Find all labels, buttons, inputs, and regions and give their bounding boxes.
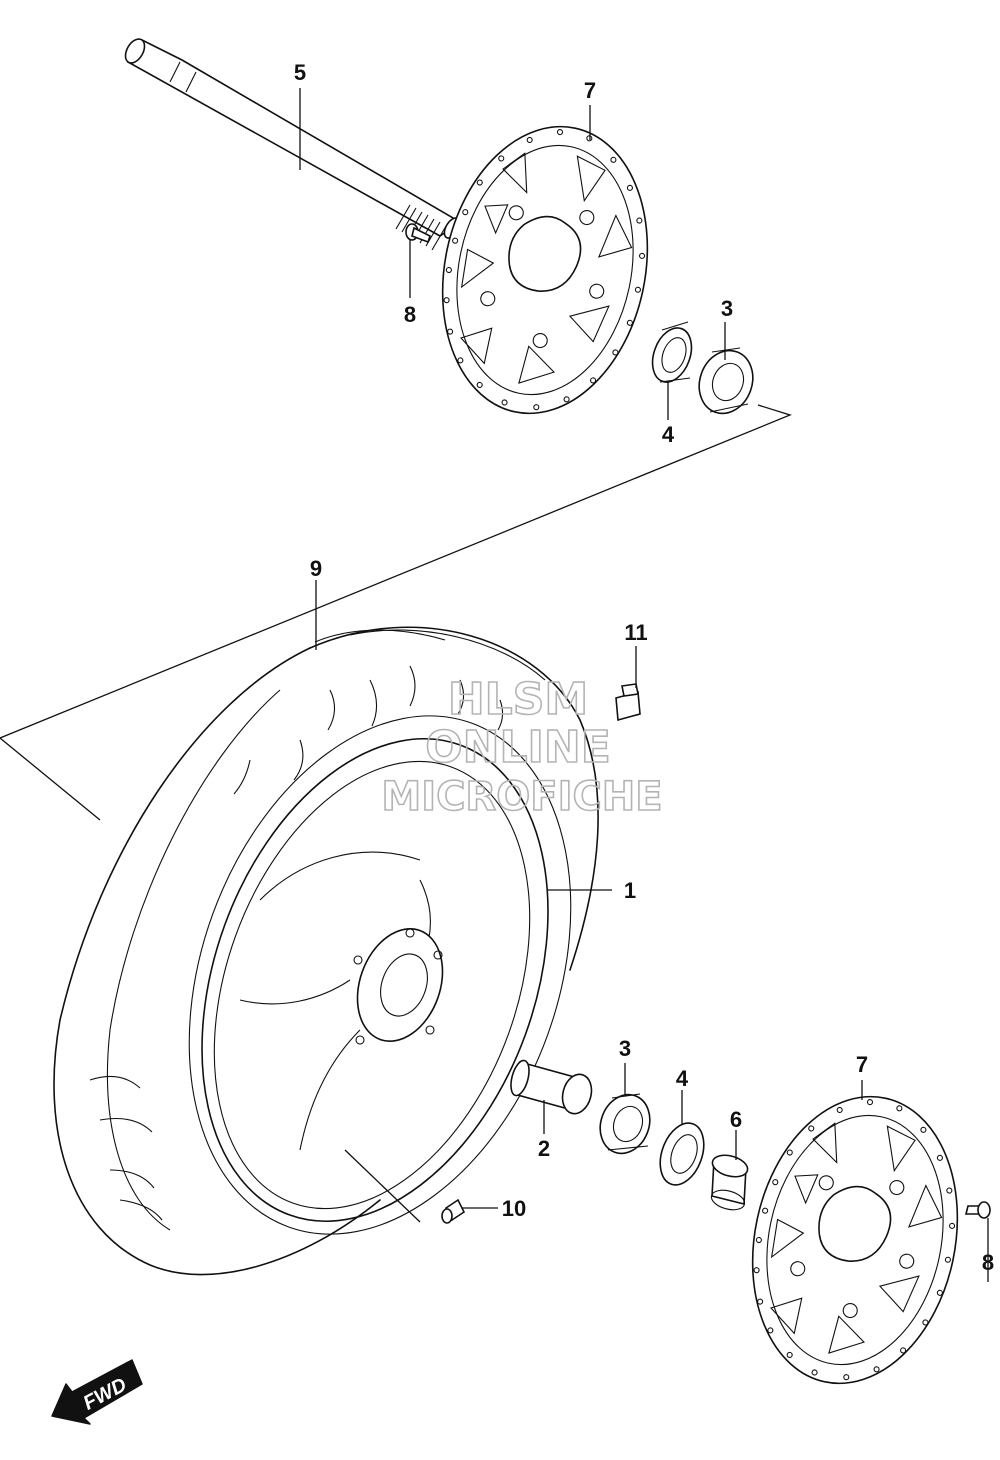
callout-7-bottom: 7 bbox=[856, 1052, 868, 1077]
oil-seal-bottom-part-4 bbox=[659, 1122, 705, 1186]
valve-part-10 bbox=[441, 1198, 466, 1224]
bolt-bottom-part-8 bbox=[964, 1201, 991, 1219]
spacer-part-2 bbox=[510, 1059, 593, 1115]
dust-collar-part-6 bbox=[710, 1154, 749, 1211]
wheel-part-1 bbox=[188, 715, 572, 1235]
watermark-line-2: ONLINE bbox=[425, 722, 611, 773]
brake-disc-top-part-7 bbox=[416, 106, 674, 434]
watermark-line-3: MICROFICHE bbox=[381, 774, 662, 820]
axle-part-5 bbox=[124, 38, 462, 251]
callout-10: 10 bbox=[502, 1196, 526, 1221]
callout-8-top: 8 bbox=[404, 302, 416, 327]
callout-3-bottom: 3 bbox=[619, 1036, 631, 1061]
callout-3-top: 3 bbox=[721, 296, 733, 321]
callout-7-top: 7 bbox=[584, 78, 596, 103]
leader-lines bbox=[299, 88, 989, 1282]
watermark-line-1: HLSM bbox=[448, 674, 588, 725]
bolt-top-part-8 bbox=[405, 223, 431, 244]
callout-1: 1 bbox=[624, 878, 636, 903]
oil-seal-top-part-4 bbox=[651, 321, 693, 383]
callout-11: 11 bbox=[624, 620, 647, 645]
bearing-bottom-part-3 bbox=[599, 1093, 651, 1155]
callout-9: 9 bbox=[310, 556, 322, 581]
fwd-arrow-icon: FWD bbox=[51, 1359, 143, 1425]
tire-part-9 bbox=[53, 626, 599, 1276]
bearing-top-part-3 bbox=[698, 347, 754, 415]
callouts: 5 7 8 3 4 9 11 1 2 3 4 6 7 8 10 bbox=[294, 60, 994, 1275]
callout-6: 6 bbox=[730, 1107, 742, 1132]
section-lines bbox=[0, 404, 792, 821]
callout-4-bottom: 4 bbox=[676, 1066, 689, 1091]
brake-disc-bottom-part-7 bbox=[726, 1076, 984, 1404]
callout-5: 5 bbox=[294, 60, 306, 85]
callout-4-top: 4 bbox=[662, 422, 675, 447]
balancer-part-11 bbox=[615, 683, 641, 722]
callout-8-bottom: 8 bbox=[982, 1250, 994, 1275]
callout-2: 2 bbox=[538, 1136, 550, 1161]
watermark: HLSM ONLINE MICROFICHE bbox=[381, 673, 664, 821]
